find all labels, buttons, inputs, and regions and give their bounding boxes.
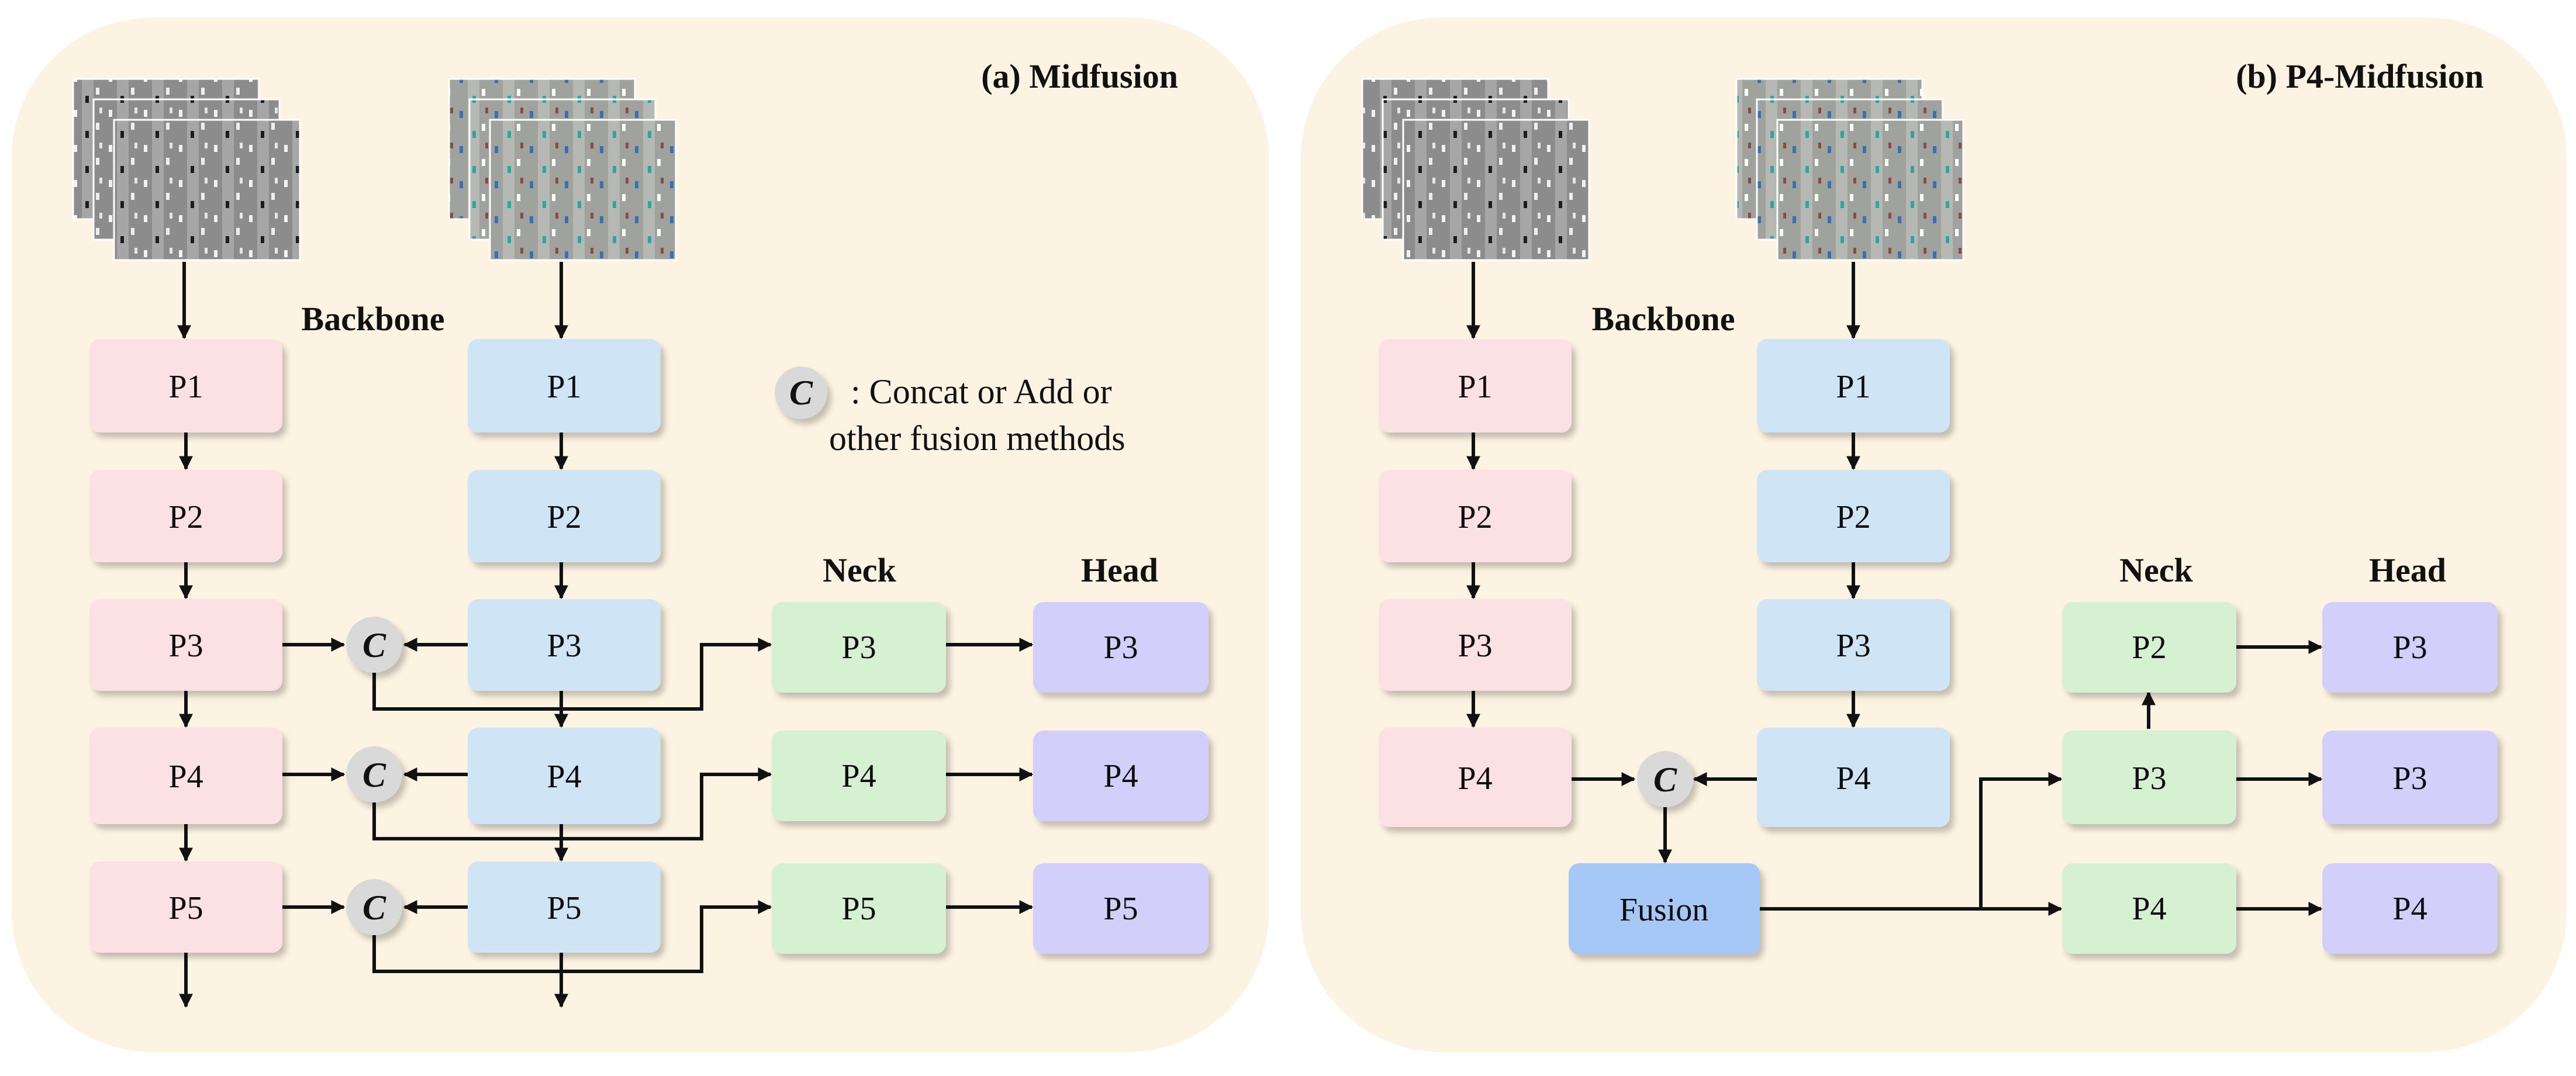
panel-b-infrared-input-image — [1361, 78, 1590, 261]
block-label: P4 — [168, 759, 203, 795]
block-label: P2 — [1458, 499, 1492, 535]
block-label: P3 — [547, 628, 581, 664]
panel-a-fusion-nodes: C C C — [346, 617, 402, 935]
panel-a-neck-block: P5 — [772, 863, 946, 954]
block-label: P2 — [547, 499, 581, 535]
panel-b-fusion-block: Fusion — [1569, 863, 1760, 954]
panel-b-infrared-backbone: P1 P2 P3 P4 — [1379, 339, 1572, 827]
block-label: P3 — [1103, 629, 1138, 666]
block-label: P4 — [2132, 891, 2166, 927]
block-label: P2 — [2132, 629, 2166, 666]
panel-b-neck-block: P2 — [2062, 602, 2236, 693]
block-label: P4 — [1458, 760, 1492, 797]
panel-b-infrared-block: P4 — [1379, 728, 1572, 827]
panel-b-neck-block: P4 — [2062, 863, 2236, 954]
panel-a-infrared-block: P4 — [89, 728, 282, 824]
panel-a-rgb-block: P4 — [468, 728, 661, 824]
panel-a-neck-block: P3 — [772, 602, 946, 693]
panel-a-infrared-block: P1 — [89, 339, 282, 433]
panel-a-head-block: P3 — [1033, 602, 1208, 693]
panel-a-backbone-label: Backbone — [302, 300, 445, 338]
panel-b-rgb-block: P3 — [1757, 599, 1950, 691]
block-label: P4 — [2392, 891, 2427, 927]
panel-b-wires — [1466, 262, 2323, 916]
panel-a-head-block: P5 — [1033, 863, 1208, 954]
panel-a-concat-node: C — [346, 617, 402, 673]
block-label: P3 — [1836, 628, 1870, 664]
panel-a-rgb-block: P3 — [468, 599, 661, 691]
block-label: P3 — [1458, 628, 1492, 664]
block-label: P5 — [547, 890, 581, 926]
block-label: P2 — [1836, 499, 1870, 535]
block-label: P3 — [2132, 760, 2166, 797]
panel-a-rgb-block: P1 — [468, 339, 661, 433]
panel-a-rgb-backbone: P1 P2 P3 P4 P5 — [468, 339, 661, 953]
panel-b-neck-label: Neck — [2119, 551, 2193, 589]
panel-b-rgb-input-image — [1735, 78, 1964, 261]
block-label: P5 — [841, 891, 876, 927]
panel-b-concat-node: C — [1637, 751, 1693, 807]
panel-b-rgb-block: P2 — [1757, 470, 1950, 562]
panel-a-rgb-block: P2 — [468, 470, 661, 562]
panel-b-neck: P2 P3 P4 — [2062, 602, 2236, 954]
block-label: P1 — [547, 369, 581, 405]
panel-b-head: P3 P3 P4 — [2322, 602, 2498, 954]
block-label: P3 — [841, 629, 876, 666]
panel-a-neck: P3 P4 P5 — [772, 602, 946, 954]
block-label: P4 — [1103, 758, 1138, 794]
panel-b-head-block: P3 — [2322, 731, 2498, 824]
block-label: P4 — [841, 758, 876, 794]
legend-line-2: other fusion methods — [829, 419, 1125, 458]
block-label: P1 — [1836, 369, 1870, 405]
block-label: P5 — [168, 890, 203, 926]
panel-a-concat-node: C — [346, 746, 402, 802]
panel-a-infrared-block: P3 — [89, 599, 282, 691]
panel-b-head-block: P3 — [2322, 602, 2498, 693]
panel-a-neck-label: Neck — [823, 551, 896, 589]
panel-a-concat-node: C — [346, 879, 402, 935]
panel-b-head-block: P4 — [2322, 863, 2498, 954]
block-label: P3 — [2392, 760, 2427, 797]
block-label: P4 — [1836, 760, 1870, 797]
concat-symbol: C — [1653, 760, 1677, 799]
concat-symbol: C — [362, 626, 386, 665]
panel-b-backbone-label: Backbone — [1592, 300, 1735, 338]
panel-a-wires — [177, 262, 1034, 1008]
panel-a-infrared-input-image — [72, 78, 301, 261]
legend-line-1: : Concat or Add or — [851, 372, 1112, 411]
panel-a-head-label: Head — [1081, 551, 1158, 589]
block-label: P3 — [2392, 629, 2427, 666]
panel-a-rgb-input-image — [448, 78, 677, 261]
panel-a-infrared-block: P2 — [89, 470, 282, 562]
concat-symbol: C — [362, 756, 386, 794]
panel-b-head-label: Head — [2369, 551, 2446, 589]
legend: C : Concat or Add or other fusion method… — [775, 366, 1125, 458]
panel-b-title: (b) P4-Midfusion — [2236, 57, 2484, 95]
panel-b-rgb-backbone: P1 P2 P3 P4 — [1757, 339, 1950, 827]
block-label: P1 — [168, 369, 203, 405]
panel-a-infrared-backbone: P1 P2 P3 P4 P5 — [89, 339, 282, 953]
panel-a-infrared-block: P5 — [89, 862, 282, 953]
panel-b-neck-block: P3 — [2062, 731, 2236, 824]
panel-b-infrared-block: P1 — [1379, 339, 1572, 433]
panel-b-rgb-block: P4 — [1757, 728, 1950, 827]
panel-a-head: P3 P4 P5 — [1033, 602, 1208, 954]
panel-a-head-block: P4 — [1033, 731, 1208, 821]
legend-concat-node — [775, 366, 827, 419]
panel-a-rgb-block: P5 — [468, 862, 661, 953]
block-label: P2 — [168, 499, 203, 535]
panel-b-infrared-block: P2 — [1379, 470, 1572, 562]
block-label: P3 — [168, 628, 203, 664]
block-label: P5 — [1103, 891, 1138, 927]
panel-a-title: (a) Midfusion — [981, 57, 1178, 95]
panel-b-infrared-block: P3 — [1379, 599, 1572, 691]
legend-concat-symbol: C — [789, 373, 813, 412]
concat-symbol: C — [362, 888, 386, 927]
panel-b-rgb-block: P1 — [1757, 339, 1950, 433]
fusion-block-label: Fusion — [1620, 892, 1709, 928]
block-label: P4 — [547, 759, 581, 795]
block-label: P1 — [1458, 369, 1492, 405]
panel-a-neck-block: P4 — [772, 731, 946, 821]
